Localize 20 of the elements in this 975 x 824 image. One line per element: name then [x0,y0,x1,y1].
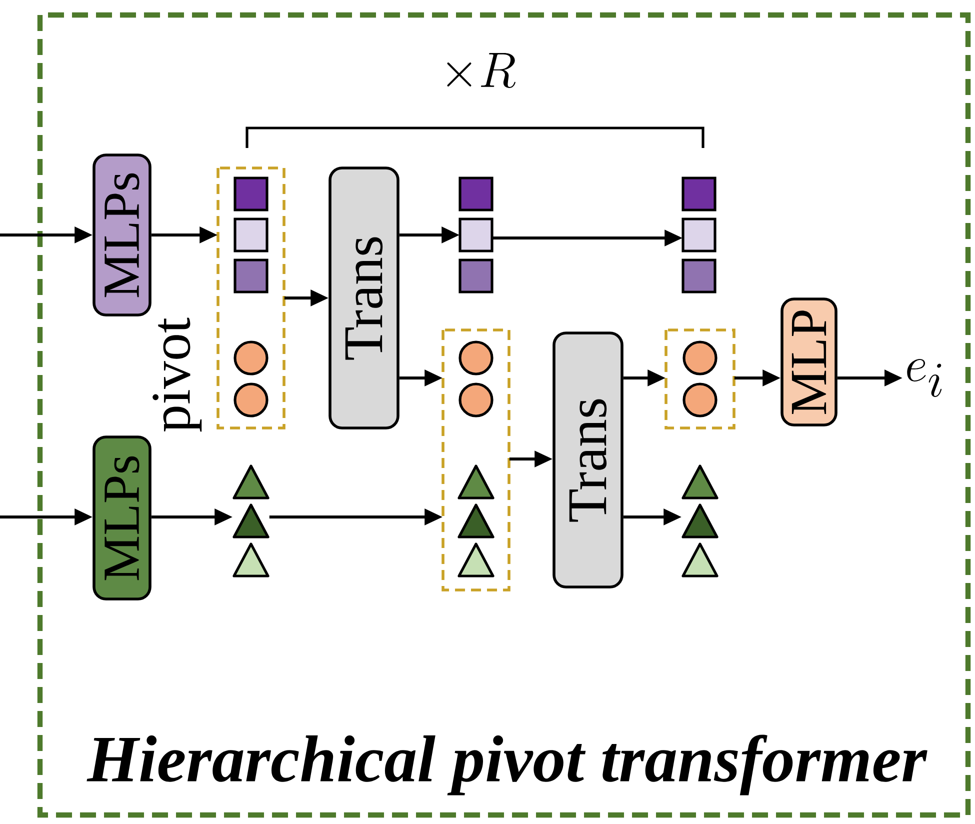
token-stack [458,176,494,294]
output-symbol: $e_i$ [907,359,942,397]
token-pair [682,340,718,418]
dashed-box [442,328,510,592]
box-label: pivot [152,318,202,432]
token-pair [458,340,494,418]
triangle-stack [232,464,270,578]
mlp-block: MLP [780,298,838,426]
transformer-block: Trans [552,332,624,588]
triangle-stack [458,464,494,578]
transformer-block: Trans [328,166,400,430]
dashed-box [664,328,736,430]
mlp-block: MLPs [92,154,152,316]
repeat-label: $\times R$ [447,52,516,88]
token-pair [234,340,268,418]
triangle-stack [682,464,718,578]
mlp-block: MLPs [92,436,152,600]
token-stack [682,176,716,294]
node-label: Hierarchical pivot transformer [86,734,928,796]
token-stack [234,176,268,294]
